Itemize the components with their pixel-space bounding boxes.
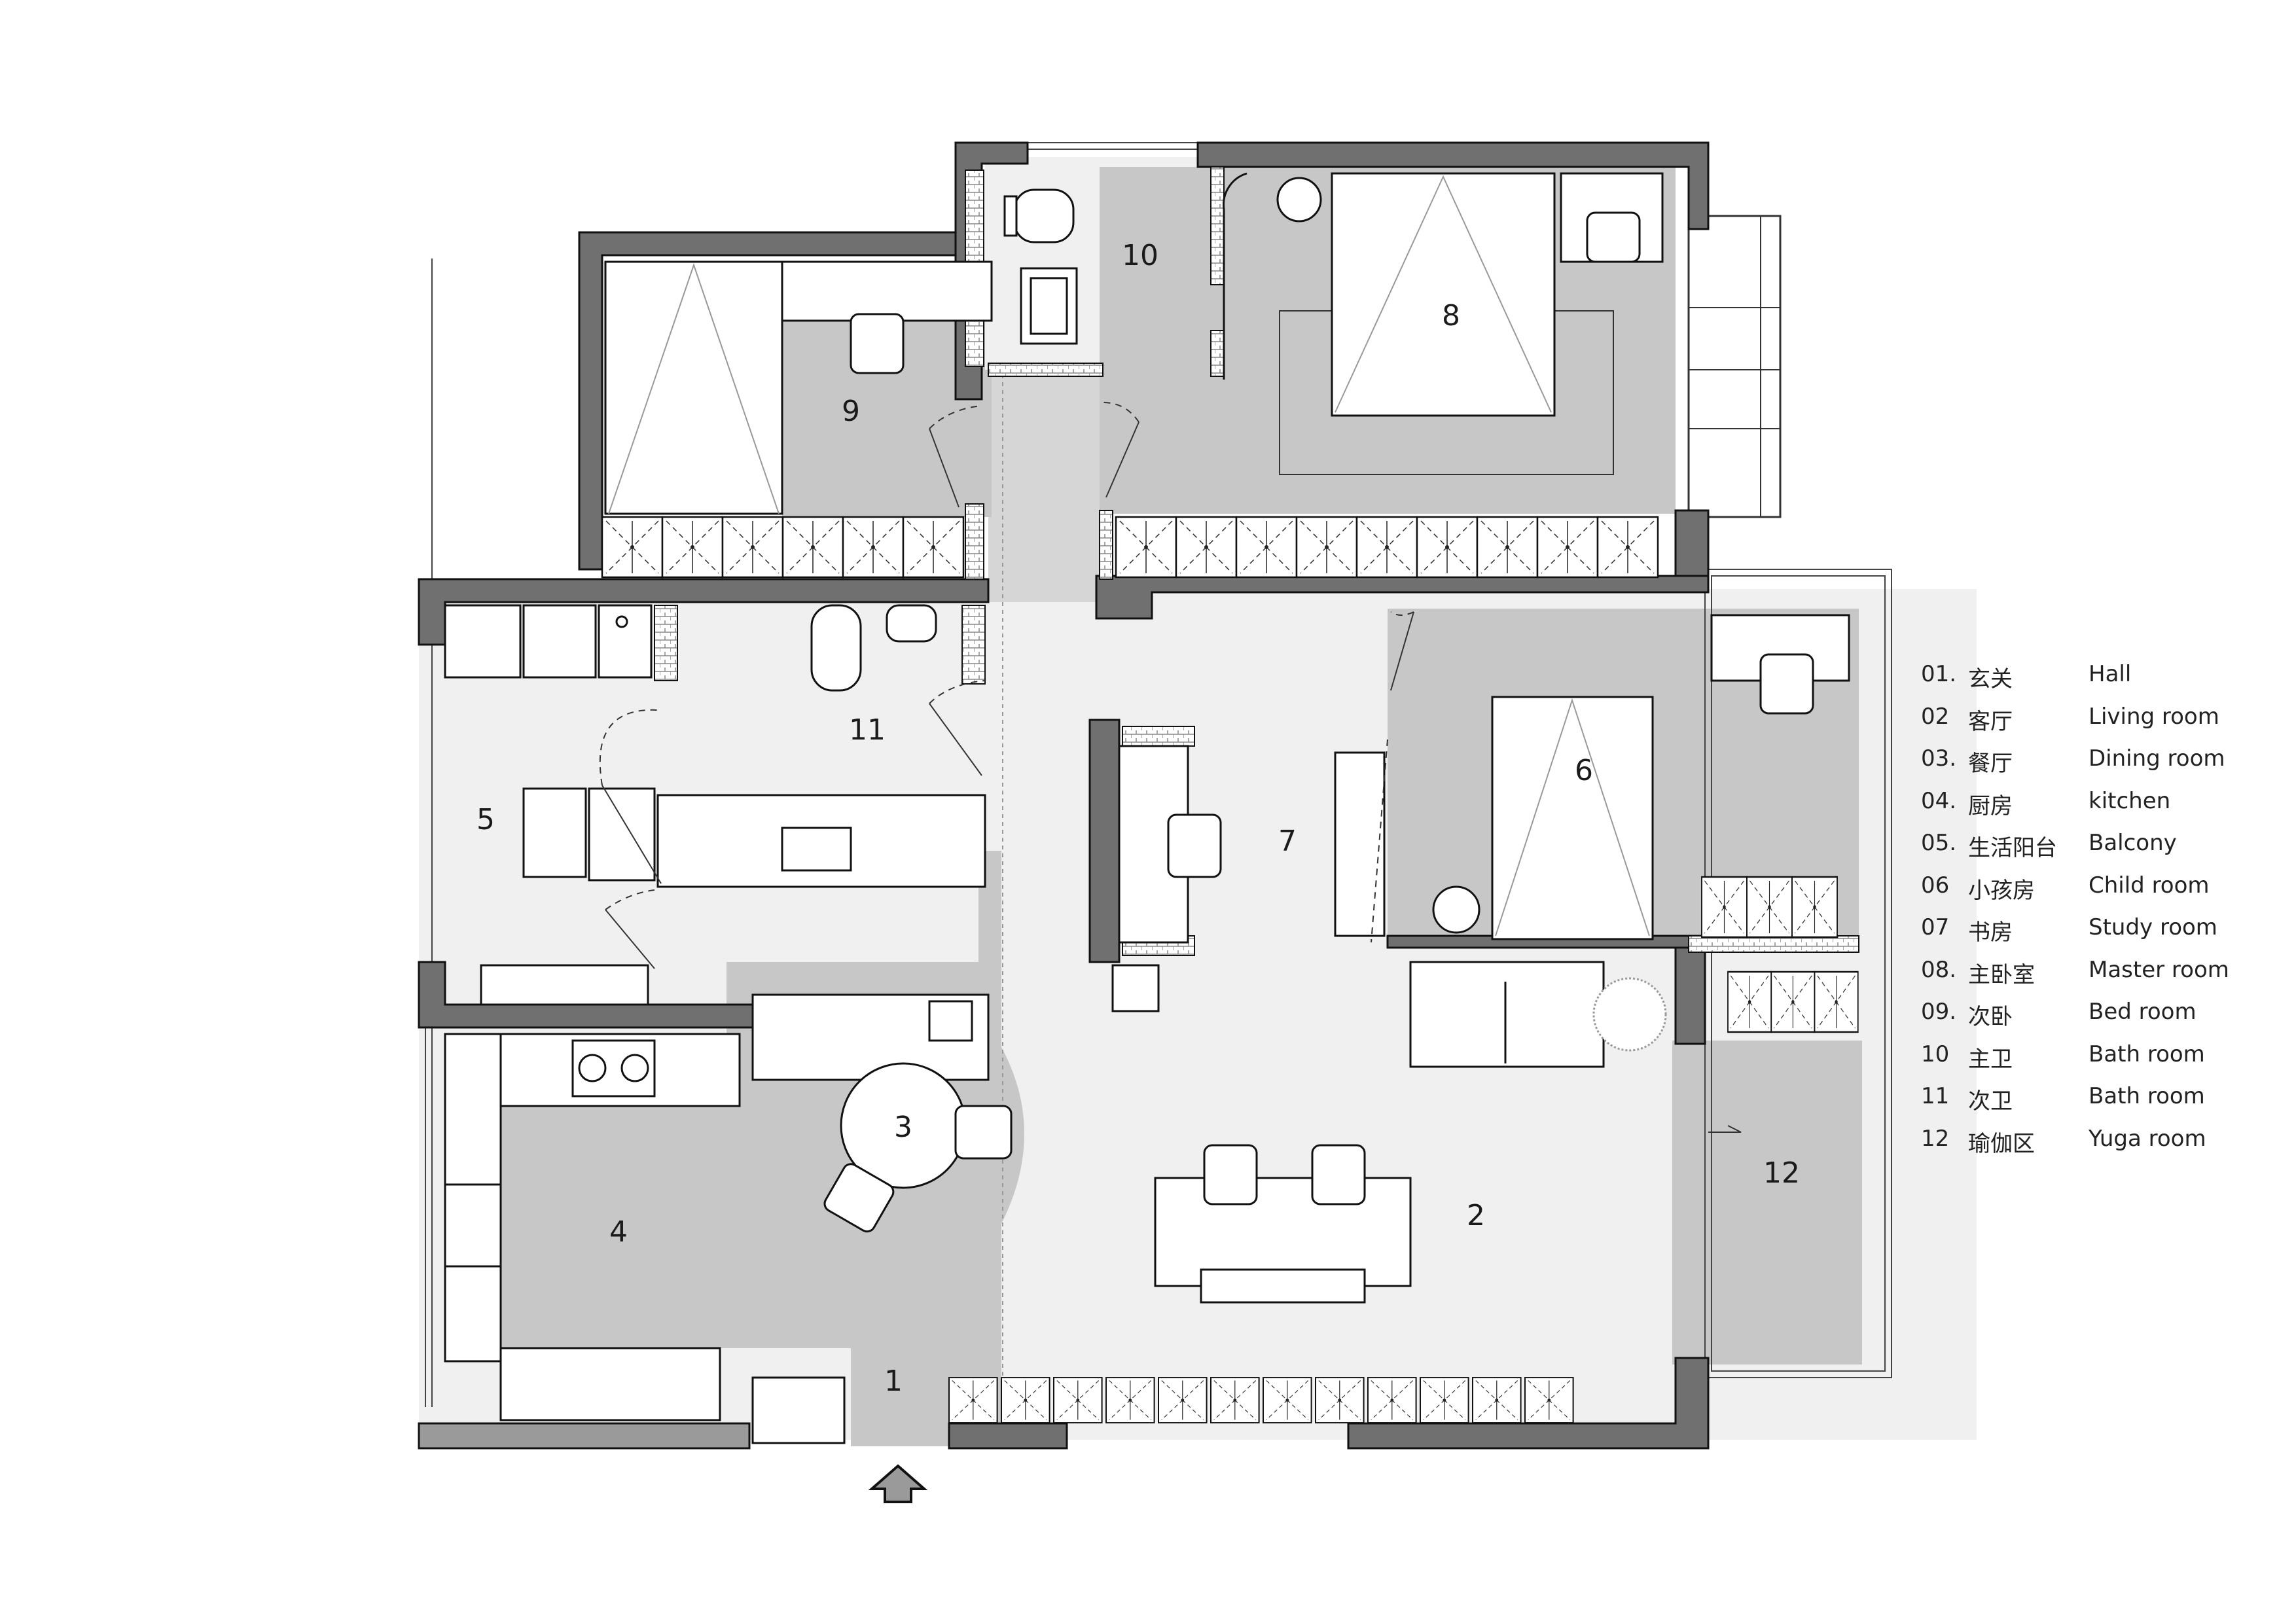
legend-num: 05. xyxy=(1921,830,1957,856)
legend-num: 06 xyxy=(1921,872,1950,899)
room-label-11: 11 xyxy=(849,713,886,747)
room-label-4: 4 xyxy=(609,1215,628,1249)
chair-icon xyxy=(1311,1144,1366,1205)
wardrobe-child xyxy=(1700,876,1839,938)
room-label-8: 8 xyxy=(1442,299,1460,332)
legend-cn: 客厅 xyxy=(1968,708,2013,735)
legend-num: 10 xyxy=(1921,1041,1950,1067)
legend-cn: 次卧 xyxy=(1968,1004,2013,1030)
legend-row: 10 主卫 Bath room xyxy=(1921,1041,2274,1084)
legend-row: 11 次卫 Bath room xyxy=(1921,1083,2274,1126)
legend-num: 02 xyxy=(1921,703,1950,730)
legend-en: Child room xyxy=(2089,872,2210,899)
room-label-12: 12 xyxy=(1763,1156,1800,1190)
bed-icon xyxy=(1491,696,1654,940)
room-label-1: 1 xyxy=(884,1364,903,1398)
legend-en: Bath room xyxy=(2089,1041,2205,1067)
legend-num: 12 xyxy=(1921,1125,1950,1152)
legend-row: 07 书房 Study room xyxy=(1921,914,2274,957)
chair-icon xyxy=(1167,813,1222,878)
chair-icon xyxy=(954,1105,1013,1160)
legend-num: 08. xyxy=(1921,956,1957,983)
legend-row: 06 小孩房 Child room xyxy=(1921,872,2274,915)
legend-cn: 次卫 xyxy=(1968,1088,2013,1115)
legend-num: 07 xyxy=(1921,914,1950,940)
bed-icon xyxy=(1331,172,1556,417)
legend-en: kitchen xyxy=(2089,787,2171,814)
toilet-icon xyxy=(1013,188,1075,243)
legend-cn: 书房 xyxy=(1968,919,2013,946)
room-label-3: 3 xyxy=(894,1111,912,1144)
door-swing-icon xyxy=(599,402,1742,1133)
legend-cn: 厨房 xyxy=(1968,793,2013,819)
chair-icon xyxy=(823,1163,895,1233)
chair-icon xyxy=(1759,653,1814,715)
chair-icon xyxy=(1586,211,1641,263)
room-label-2: 2 xyxy=(1467,1199,1485,1232)
legend-row: 12 瑜伽区 Yuga room xyxy=(1921,1126,2274,1168)
brick-walls xyxy=(654,166,1859,956)
legend-en: Bed room xyxy=(2089,999,2197,1025)
room-label-9: 9 xyxy=(842,395,860,428)
legend-num: 09. xyxy=(1921,999,1957,1025)
wardrobe-yoga xyxy=(1727,971,1859,1033)
legend-en: Balcony xyxy=(2089,830,2177,856)
legend-en: Study room xyxy=(2089,914,2217,940)
toilet-icon xyxy=(810,604,862,692)
bed-icon xyxy=(604,260,783,515)
legend-cn: 玄关 xyxy=(1968,666,2013,692)
legend-en: Hall xyxy=(2089,661,2132,687)
legend-en: Bath room xyxy=(2089,1083,2205,1109)
sink-icon xyxy=(522,787,587,878)
legend-cn: 主卧室 xyxy=(1968,961,2035,988)
legend-cn: 小孩房 xyxy=(1968,877,2035,904)
chair-icon xyxy=(1203,1144,1258,1205)
legend-en: Living room xyxy=(2089,703,2219,730)
room-label-7: 7 xyxy=(1278,825,1297,858)
legend-num: 01. xyxy=(1921,661,1957,687)
legend-cn: 餐厅 xyxy=(1968,751,2013,777)
legend-row: 03. 餐厅 Dining room xyxy=(1921,745,2274,788)
room-legend: 01. 玄关 Hall 02 客厅 Living room 03. 餐厅 Dining ro… xyxy=(1921,661,2274,1168)
room-label-6: 6 xyxy=(1575,754,1593,787)
legend-en: Yuga room xyxy=(2089,1125,2206,1152)
legend-en: Dining room xyxy=(2089,745,2225,772)
legend-row: 02 客厅 Living room xyxy=(1921,704,2274,746)
legend-num: 11 xyxy=(1921,1083,1950,1109)
legend-cn: 瑜伽区 xyxy=(1968,1130,2035,1157)
chair-icon xyxy=(850,313,905,374)
legend-row: 04. 厨房 kitchen xyxy=(1921,788,2274,830)
legend-row: 08. 主卧室 Master room xyxy=(1921,957,2274,999)
wardrobe-row-bed9 xyxy=(601,516,965,579)
wardrobe-row-master xyxy=(1115,516,1659,579)
legend-num: 03. xyxy=(1921,745,1957,772)
entry-arrow-icon xyxy=(868,1464,928,1503)
room-label-10: 10 xyxy=(1122,239,1158,272)
legend-cn: 主卫 xyxy=(1968,1046,2013,1073)
room-labels: 1 2 3 4 5 6 7 8 9 10 11 12 xyxy=(476,239,1800,1398)
legend-row: 05. 生活阳台 Balcony xyxy=(1921,830,2274,872)
legend-num: 04. xyxy=(1921,787,1957,814)
legend-row: 09. 次卧 Bed room xyxy=(1921,999,2274,1041)
legend-en: Master room xyxy=(2089,956,2229,983)
legend-cn: 生活阳台 xyxy=(1968,835,2057,861)
legend-row: 01. 玄关 Hall xyxy=(1921,661,2274,704)
furniture xyxy=(444,172,1850,1444)
room-label-5: 5 xyxy=(476,803,495,836)
